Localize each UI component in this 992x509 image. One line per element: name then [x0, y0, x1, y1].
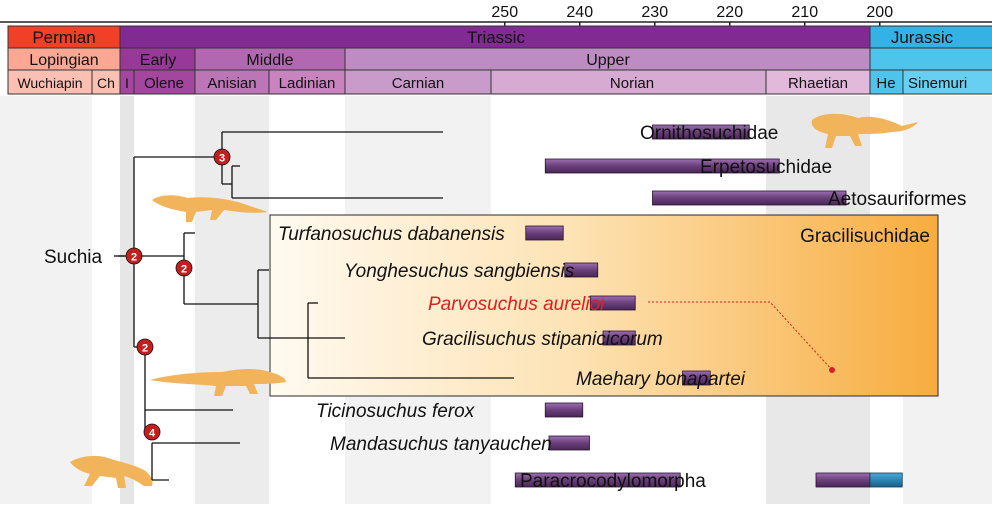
taxon-label: Mandasuchus tanyauchen [330, 434, 552, 455]
parvosuchus-locality-dot [829, 367, 835, 373]
taxon-label: Aetosauriformes [828, 189, 966, 210]
node-badge-number: 4 [149, 428, 156, 440]
period-triassic-label: Triassic [467, 28, 525, 47]
range-bar-jurassic [869, 472, 903, 488]
range-bar [652, 190, 847, 206]
period-permian-label: Permian [32, 28, 95, 47]
stage-wuchiapin-label: Wuchiapin [17, 75, 82, 91]
taxon-label: Paracrocodylomorpha [520, 471, 706, 492]
axis-tick-marks: 250 240 230 220 210 200 [491, 4, 893, 27]
range-bar [682, 370, 711, 386]
crocodylomorph-silhouette-icon [70, 455, 153, 488]
period-row: Permian Triassic Jurassic [7, 25, 992, 49]
node-badge: 2 [175, 259, 193, 277]
stage-hettangian-label: He [876, 75, 895, 92]
taxon-label: Parvosuchus aurelioi [428, 294, 605, 315]
axis-tick-label: 220 [716, 4, 743, 21]
stage-olenekian-label: Olene [144, 75, 184, 92]
silhouettes [70, 113, 918, 488]
gracilisuchid-silhouette-icon [150, 369, 286, 396]
taxon-label: Ticinosuchus ferox [316, 401, 476, 422]
node-badge: 2 [136, 338, 154, 356]
stage-sinemurian-box [902, 69, 992, 95]
stage-ladinian-label: Ladinian [279, 75, 336, 92]
parvosuchus-leader-line [648, 301, 833, 371]
stage-ch-label: Ch [97, 75, 115, 91]
taxon-label: Gracilisuchus stipanicicorum [422, 329, 663, 350]
stage-sinemurian-label: Sinemuri [908, 75, 967, 92]
taxon-label: Turfanosuchus dabanensis [278, 224, 505, 245]
stage-row: Wuchiapin Ch I Olene Anisian Ladinian Ca… [7, 69, 992, 95]
stage-hettangian-box [869, 69, 904, 95]
taxon-label: Ornithosuchidae [640, 123, 778, 144]
stage-olenekian-box [133, 69, 196, 95]
taxon-label: Maehary bonapartei [576, 369, 746, 390]
range-bar [544, 402, 584, 418]
epoch-middle-label: Middle [246, 52, 293, 69]
stage-anisian-box [194, 69, 270, 95]
epoch-upper-label: Upper [586, 52, 630, 69]
stage-anisian-label: Anisian [207, 75, 256, 92]
ornithosuchid-silhouette-icon [811, 113, 918, 148]
node-badge: 3 [213, 148, 231, 166]
node-badges: 3 2 2 2 4 [125, 148, 231, 441]
stage-carnian-label: Carnian [392, 75, 445, 92]
stage-wuchiapin-box [7, 69, 93, 95]
range-bar [602, 330, 636, 346]
axis-tick-label: 230 [641, 4, 668, 21]
range-bar [815, 472, 871, 488]
stage-rhaetian-label: Rhaetian [788, 75, 848, 92]
range-bar [564, 262, 599, 278]
node-badge-number: 3 [219, 153, 225, 165]
node-label-suchia: Suchia [44, 247, 103, 268]
axis-tick-label: 240 [566, 4, 593, 21]
axis-tick-label: 250 [491, 4, 518, 21]
taxon-label: Erpetosuchidae [700, 157, 832, 178]
axis-tick-label: 210 [791, 4, 818, 21]
epoch-lopingian-label: Lopingian [29, 52, 98, 69]
axis-tick-label: 200 [866, 4, 893, 21]
taxon-labels: OrnithosuchidaeErpetosuchidaeAetosaurifo… [278, 123, 966, 492]
range-bar [514, 472, 681, 488]
stage-induan-label: I [125, 75, 129, 91]
tree-branches [118, 131, 514, 481]
node-badge-number: 2 [181, 264, 187, 276]
aetosaur-silhouette-icon [152, 195, 268, 222]
clade-box-label: Gracilisuchidae [800, 226, 930, 247]
node-badge: 2 [125, 247, 143, 265]
stage-norian-label: Norian [610, 75, 654, 92]
node-badge: 4 [143, 423, 161, 441]
time-axis: 250 240 230 220 210 200 [0, 4, 992, 27]
range-bar [589, 295, 636, 311]
epoch-jurassic-lower-box [869, 47, 992, 71]
stage-rhaetian-box [765, 69, 871, 95]
range-bar [652, 124, 750, 140]
period-jurassic-label: Jurassic [891, 28, 954, 47]
epoch-early-label: Early [140, 52, 176, 69]
node-badge-number: 2 [131, 252, 137, 264]
range-bar [525, 225, 564, 241]
node-badge-number: 2 [142, 343, 148, 355]
taxon-label: Yonghesuchus sangbiensis [344, 261, 575, 282]
range-bars [514, 124, 903, 488]
range-bar [544, 158, 780, 174]
range-bar [548, 435, 590, 451]
epoch-row: Lopingian Early Middle Upper [7, 47, 992, 71]
